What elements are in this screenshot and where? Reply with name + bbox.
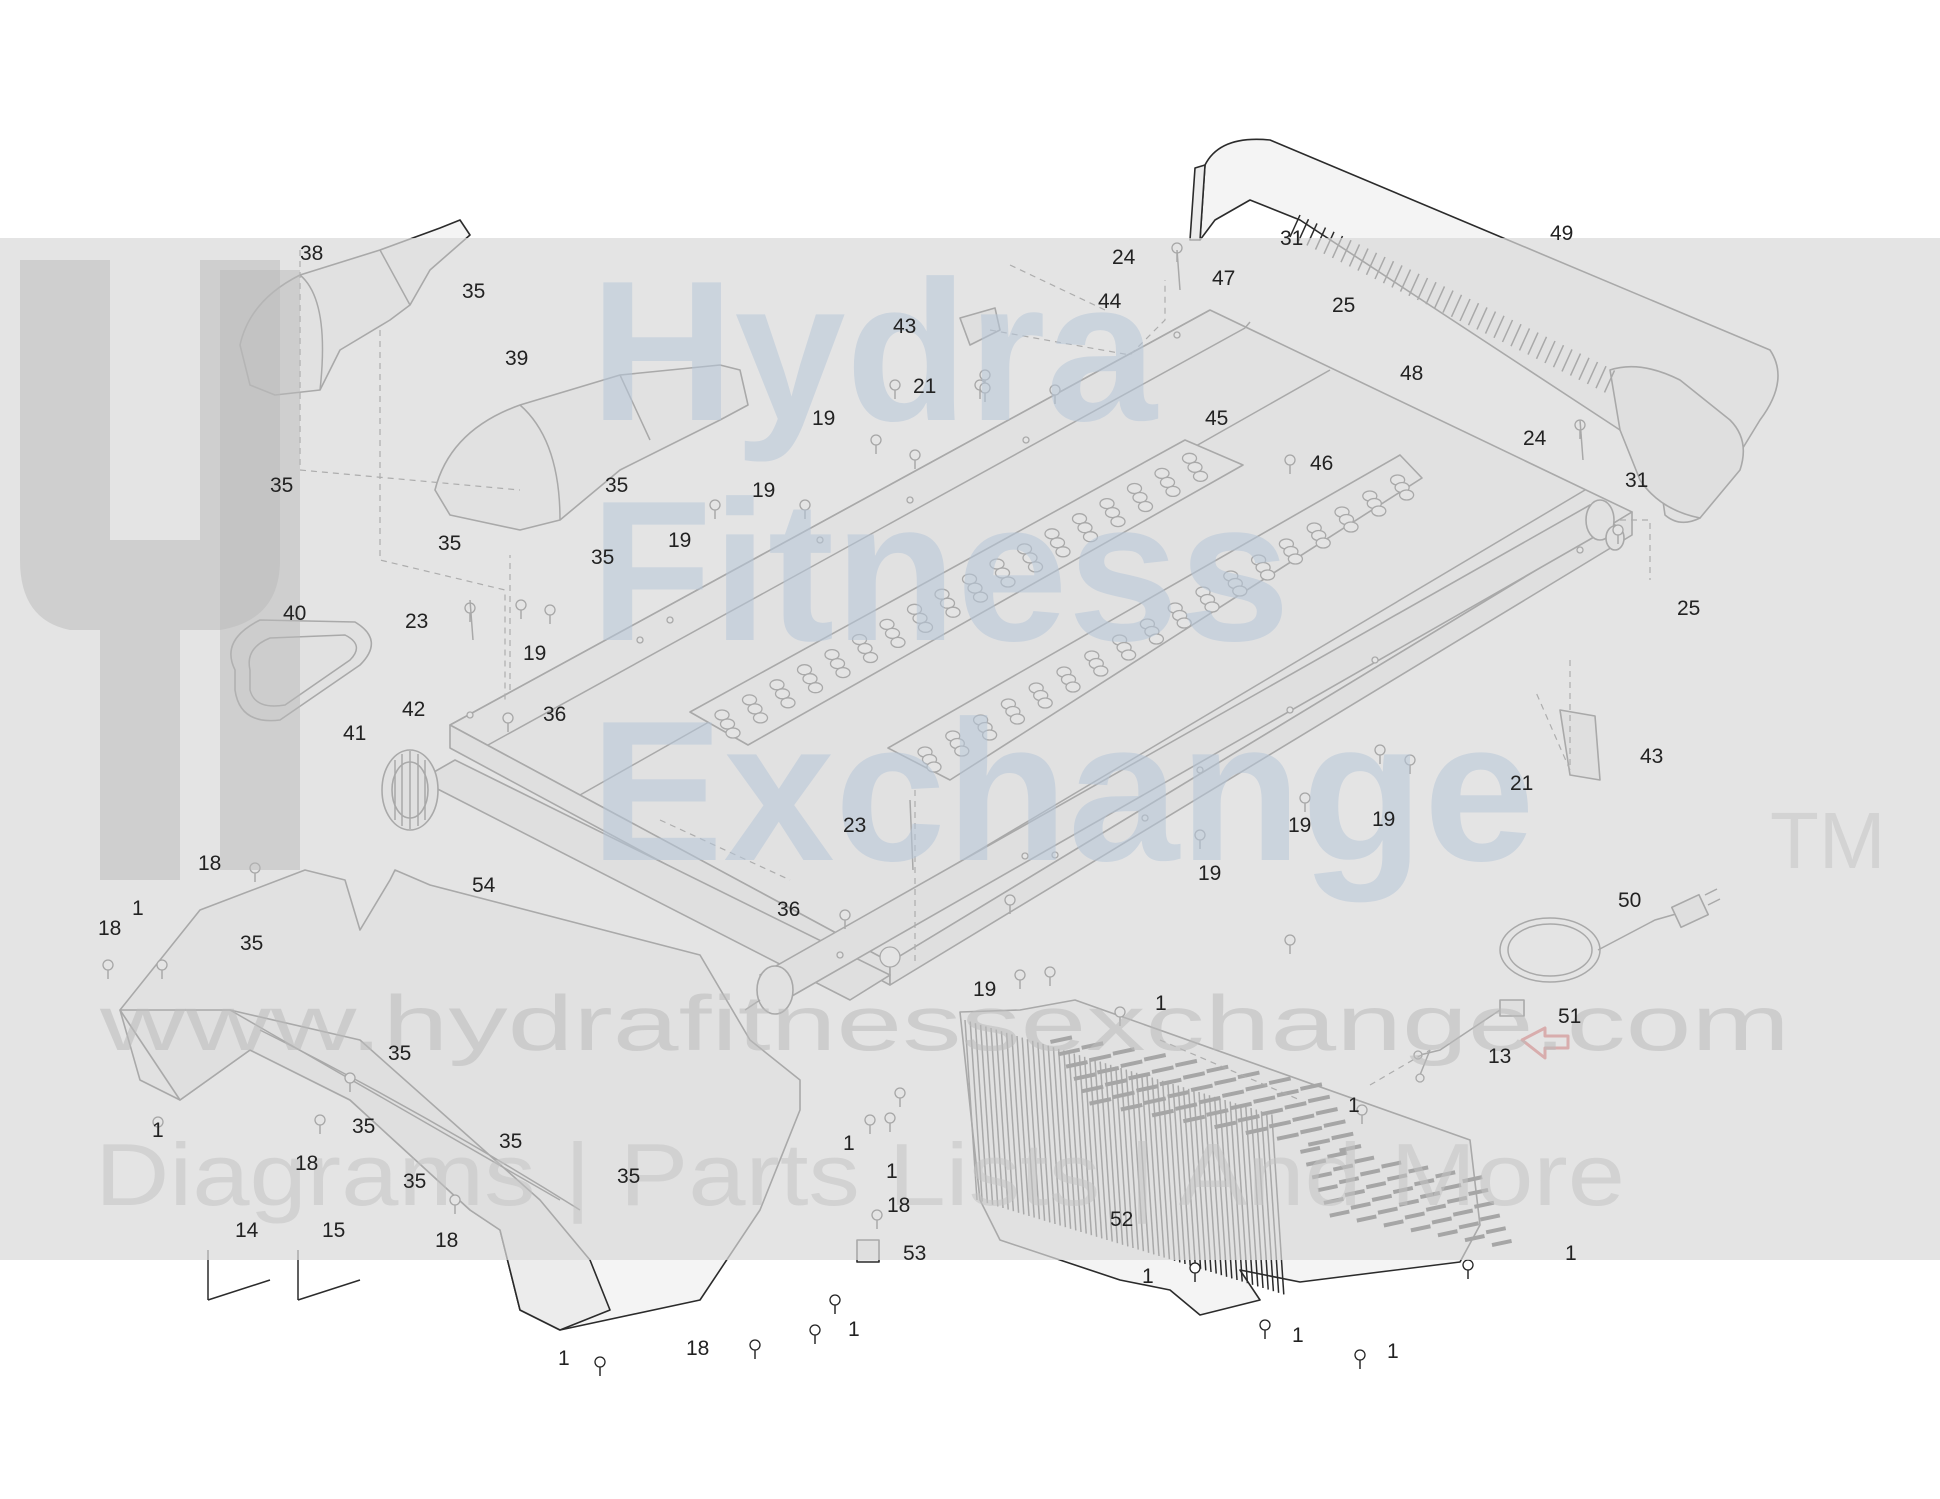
callout-1: 1 <box>1565 1242 1577 1265</box>
callout-35: 35 <box>270 474 293 497</box>
callout-1: 1 <box>1348 1094 1360 1117</box>
callout-18: 18 <box>295 1152 318 1175</box>
callout-19: 19 <box>1372 808 1395 831</box>
callout-43: 43 <box>1640 745 1663 768</box>
callout-18: 18 <box>435 1229 458 1252</box>
callout-51: 51 <box>1558 1005 1581 1028</box>
callout-19: 19 <box>973 978 996 1001</box>
callout-54: 54 <box>472 874 496 897</box>
callout-19: 19 <box>812 407 835 430</box>
callout-19: 19 <box>523 642 546 665</box>
callout-38: 38 <box>300 242 323 265</box>
callout-1: 1 <box>1155 992 1167 1015</box>
callout-1: 1 <box>132 897 144 920</box>
callout-19: 19 <box>668 529 691 552</box>
callout-35: 35 <box>591 546 614 569</box>
callout-25: 25 <box>1332 294 1355 317</box>
callout-25: 25 <box>1677 597 1700 620</box>
screw <box>749 1339 761 1351</box>
callout-24: 24 <box>1523 427 1547 450</box>
screw <box>829 1294 841 1306</box>
callout-52: 52 <box>1110 1208 1133 1231</box>
callout-35: 35 <box>352 1115 375 1138</box>
callout-44: 44 <box>1098 290 1122 313</box>
watermark-url: www.hydrafitnessexchange.com <box>98 979 1790 1067</box>
callout-23: 23 <box>405 610 428 633</box>
screw <box>1462 1259 1474 1271</box>
callout-40: 40 <box>283 602 306 625</box>
callout-35: 35 <box>438 532 461 555</box>
watermark-tagline: Diagrams | Parts Lists | And More <box>95 1125 1625 1224</box>
callout-1: 1 <box>1292 1324 1304 1347</box>
callout-47: 47 <box>1212 267 1235 290</box>
callout-50: 50 <box>1618 889 1641 912</box>
screw <box>1259 1319 1271 1331</box>
callout-19: 19 <box>752 479 775 502</box>
callout-14: 14 <box>235 1219 259 1242</box>
callout-35: 35 <box>499 1130 522 1153</box>
callout-1: 1 <box>152 1119 164 1142</box>
callout-42: 42 <box>402 698 425 721</box>
watermark-line3: Exchange <box>590 680 1535 903</box>
watermark-band <box>0 238 1940 1260</box>
callout-1: 1 <box>558 1347 570 1370</box>
callout-36: 36 <box>777 898 800 921</box>
callout-21: 21 <box>913 375 936 398</box>
callout-1: 1 <box>848 1318 860 1341</box>
callout-24: 24 <box>1112 246 1136 269</box>
callout-45: 45 <box>1205 407 1228 430</box>
screw <box>1354 1349 1366 1361</box>
callout-18: 18 <box>198 852 221 875</box>
callout-35: 35 <box>240 932 263 955</box>
endcap-groove <box>1297 218 1310 242</box>
callout-1: 1 <box>843 1132 855 1155</box>
callout-15: 15 <box>322 1219 345 1242</box>
callout-21: 21 <box>1510 772 1533 795</box>
callout-53: 53 <box>903 1242 926 1265</box>
callout-23: 23 <box>843 814 866 837</box>
callout-35: 35 <box>388 1042 411 1065</box>
callout-18: 18 <box>98 917 121 940</box>
callout-41: 41 <box>343 722 366 745</box>
callout-35: 35 <box>462 280 485 303</box>
watermark-trademark: TM <box>1770 796 1886 885</box>
callout-18: 18 <box>887 1194 910 1217</box>
watermark-line1: Hydra <box>590 240 1159 463</box>
callout-46: 46 <box>1310 452 1333 475</box>
callout-19: 19 <box>1198 862 1221 885</box>
callout-13: 13 <box>1488 1045 1511 1068</box>
callout-19: 19 <box>1288 814 1311 837</box>
callout-35: 35 <box>403 1170 426 1193</box>
callout-labels: 38 35 35 39 35 35 35 40 23 19 36 42 41 43 21 19 19 19 44 24… <box>98 222 1700 1370</box>
callout-31: 31 <box>1625 469 1648 492</box>
screw <box>809 1324 821 1336</box>
callout-36: 36 <box>543 703 566 726</box>
callout-1: 1 <box>886 1160 898 1183</box>
callout-35: 35 <box>605 474 628 497</box>
watermark-logo-icon <box>20 260 300 880</box>
callout-39: 39 <box>505 347 528 370</box>
screw <box>1189 1262 1201 1274</box>
callout-35: 35 <box>617 1165 640 1188</box>
callout-31: 31 <box>1280 227 1303 250</box>
callout-43: 43 <box>893 315 916 338</box>
callout-48: 48 <box>1400 362 1423 385</box>
watermark-line2: Fitness <box>590 460 1290 683</box>
callout-1: 1 <box>1387 1340 1399 1363</box>
screw <box>594 1356 606 1368</box>
watermark: Hydra Fitness Exchange TM www.hydrafitne… <box>0 238 1940 1260</box>
callout-18: 18 <box>686 1337 709 1360</box>
endcap-groove <box>1289 214 1301 238</box>
callout-49: 49 <box>1550 222 1573 245</box>
callout-1: 1 <box>1142 1265 1154 1288</box>
